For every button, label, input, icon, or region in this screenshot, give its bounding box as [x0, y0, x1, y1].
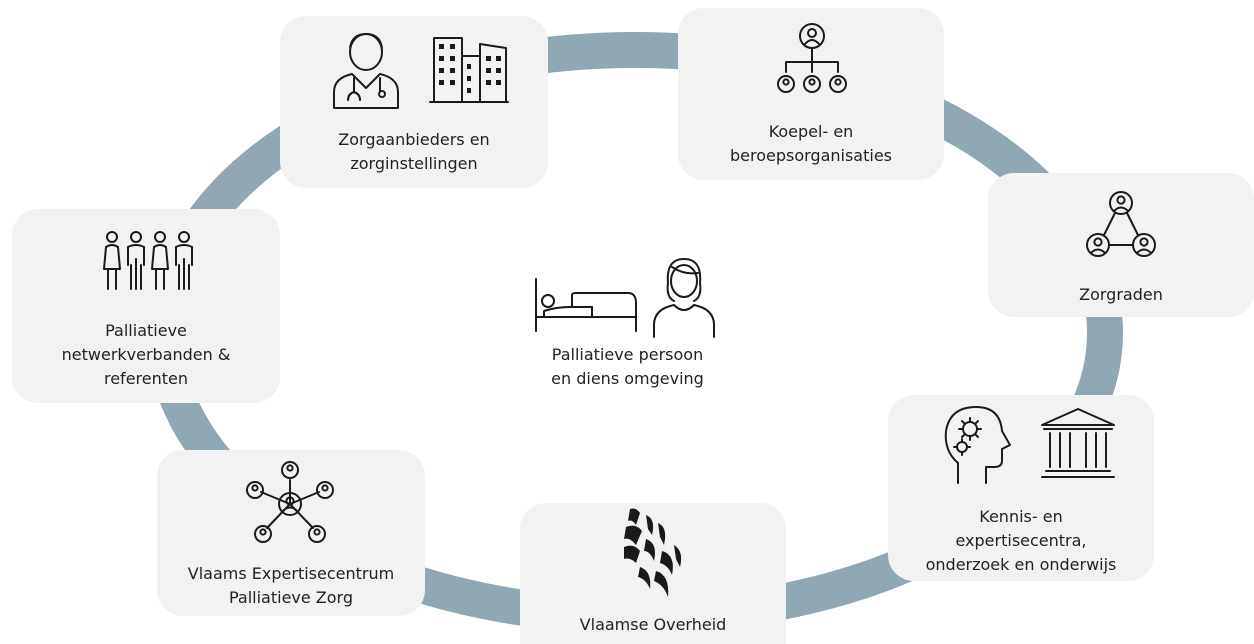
buildings-icon: [429, 37, 509, 103]
bed-icon: [535, 278, 637, 332]
institution-icon: [1041, 408, 1115, 478]
node-providers: Zorgaanbieders en zorginstellingen: [280, 16, 548, 188]
node-government: Vlaamse Overheid: [520, 503, 786, 644]
expertise-label: Vlaams Expertisecentrum Palliatieve Zorg: [187, 564, 395, 607]
node-councils: Zorgraden: [988, 173, 1254, 317]
people-network-icon: [1086, 191, 1156, 257]
councils-label: Zorgraden: [1079, 285, 1163, 304]
center-label: Palliatieve persoon en diens omgeving: [551, 345, 704, 388]
node-umbrella: Koepel- en beroepsorganisaties: [678, 8, 944, 180]
doctor-icon: [333, 33, 399, 109]
flemish-lion-logo: [624, 508, 682, 597]
knowledge-label: Kennis- en expertisecentra, onderzoek en…: [925, 507, 1117, 574]
hub-network-icon: [246, 461, 334, 543]
woman-icon: [653, 258, 715, 338]
org-hierarchy-icon: [777, 23, 847, 93]
group-people-icon: [103, 231, 193, 290]
government-label: Vlaamse Overheid: [579, 615, 727, 634]
node-expertise: Vlaams Expertisecentrum Palliatieve Zorg: [157, 450, 425, 616]
networks-label: Palliatieve netwerkverbanden & referente…: [61, 321, 231, 388]
umbrella-label: Koepel- en beroepsorganisaties: [729, 122, 893, 165]
center-node: Palliatieve persoon en diens omgeving: [520, 245, 735, 395]
node-knowledge: Kennis- en expertisecentra, onderzoek en…: [888, 395, 1154, 581]
providers-label: Zorgaanbieders en zorginstellingen: [338, 130, 490, 173]
node-networks: Palliatieve netwerkverbanden & referente…: [12, 209, 280, 403]
head-gears-icon: [944, 406, 1011, 484]
